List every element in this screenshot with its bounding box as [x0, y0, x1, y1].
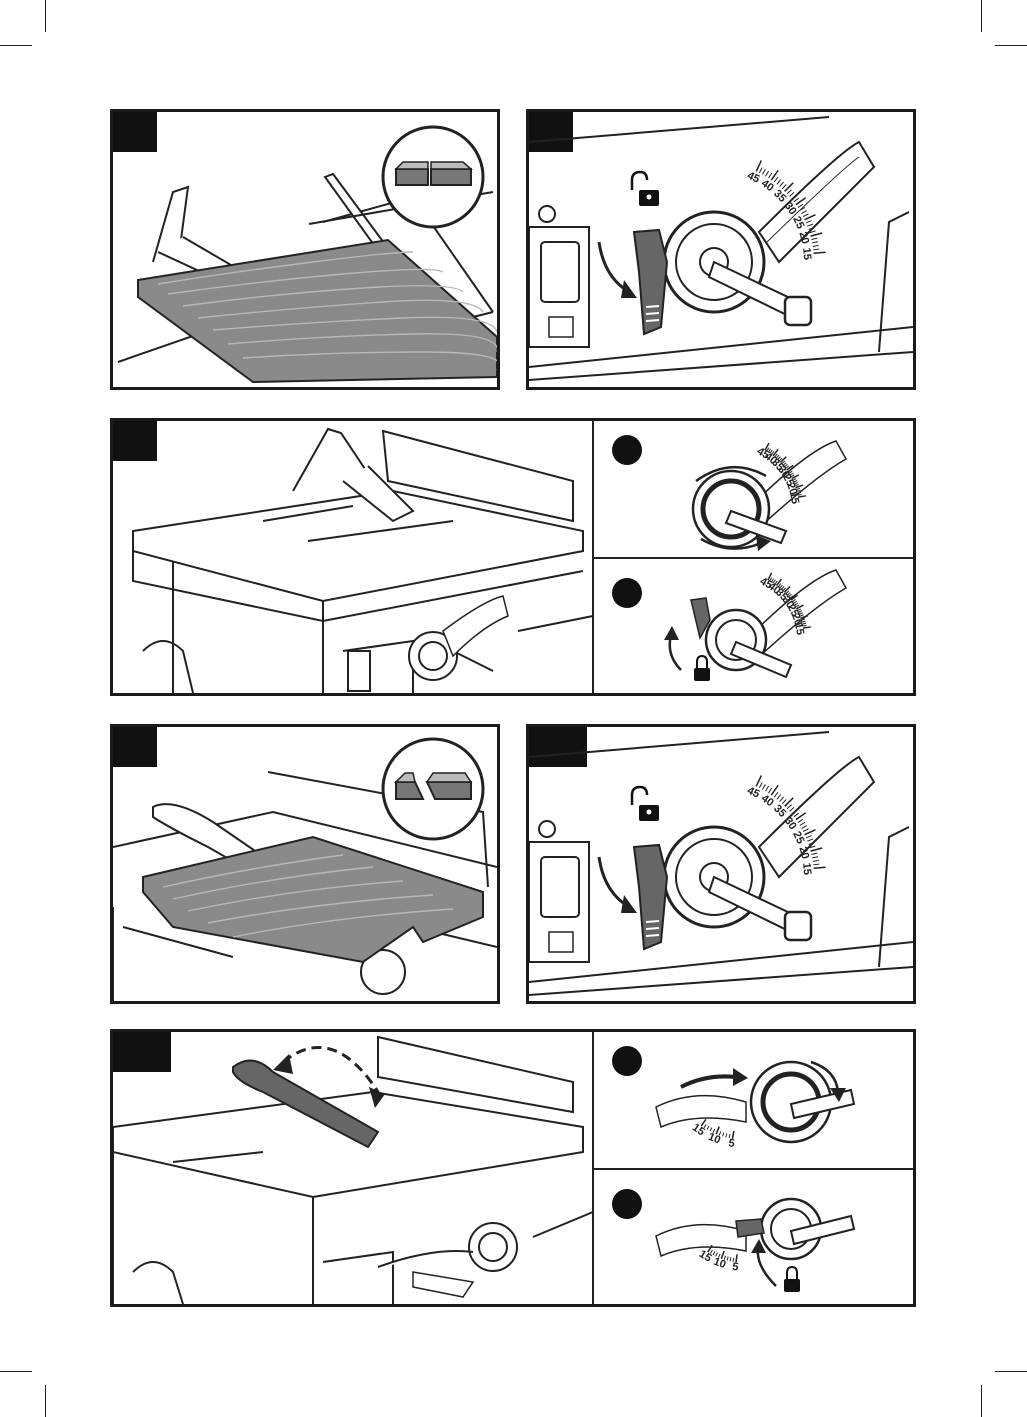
scale-minor-tick	[789, 192, 794, 196]
clockwise-arrow-icon	[681, 1076, 736, 1087]
scale-minor-tick	[759, 783, 762, 788]
illustration-bevel-board-on-table	[113, 727, 497, 1001]
crop-mark-top-right-h	[995, 45, 1027, 46]
scale-minor-tick	[766, 786, 769, 791]
scale-minor-tick	[768, 173, 771, 178]
open-padlock-icon	[632, 172, 659, 206]
illustration-rotate-hand-wheel: 15202530354045	[596, 421, 916, 557]
crop-mark-bottom-right-v	[981, 1385, 982, 1417]
scale-minor-tick	[762, 784, 765, 789]
figure-panel-bevel-cut	[110, 724, 500, 1004]
scale-minor-tick	[785, 187, 789, 191]
scale-label: 45	[745, 170, 761, 186]
scale-minor-tick	[756, 781, 759, 786]
scale-minor-tick	[732, 1135, 733, 1139]
illustration-rotate-wheel-return: 51015	[596, 1032, 916, 1168]
scale-minor-tick	[766, 171, 769, 176]
scale-minor-tick	[812, 857, 818, 858]
crop-mark-bottom-left-v	[45, 1385, 46, 1417]
scale-minor-tick	[768, 788, 771, 793]
illustration-table-saw-guard	[113, 1032, 593, 1304]
scale-label: 5	[731, 1261, 739, 1274]
scale-minor-tick	[777, 180, 781, 185]
crop-mark-bottom-right-h	[995, 1371, 1027, 1372]
scale-minor-tick	[798, 496, 802, 497]
scale-minor-tick	[787, 805, 791, 809]
figure-panel-straight-cut	[110, 109, 500, 390]
scale-minor-tick	[756, 166, 759, 171]
scale-minor-tick	[736, 1258, 737, 1262]
closed-padlock-icon	[694, 656, 710, 681]
counterclockwise-arrow-icon	[670, 635, 681, 670]
scale-minor-tick	[727, 1257, 728, 1261]
callout-magnifier	[383, 739, 483, 839]
crop-mark-top-left-h	[0, 45, 32, 46]
scale-label: 40	[759, 792, 776, 809]
illustration-lock-bevel-lever: 15202530354045	[596, 560, 916, 693]
scale-minor-tick	[782, 799, 786, 803]
scale-minor-tick	[771, 175, 774, 180]
crop-mark-top-left-v	[45, 0, 46, 32]
scale-minor-tick	[813, 249, 819, 250]
scale-label: 45	[745, 785, 761, 801]
scale-minor-tick	[811, 853, 817, 854]
scale-minor-tick	[782, 184, 786, 188]
scale-label: 15	[697, 1248, 714, 1265]
inset-lock-lever: 15202530354045	[596, 560, 916, 693]
closed-padlock-icon	[784, 1267, 800, 1292]
scale-minor-tick	[777, 795, 781, 800]
scale-minor-tick	[785, 802, 789, 806]
illustration-table-saw-overview	[113, 421, 593, 693]
scale-minor-tick	[813, 864, 819, 865]
figure-panel-blade-tilt-overview: 15202530354045 15202530354045	[110, 418, 916, 696]
open-padlock-icon	[632, 787, 659, 821]
scale-minor-tick	[803, 627, 807, 628]
crop-mark-bottom-left-h	[0, 1371, 32, 1372]
scale-label: 15	[690, 1122, 707, 1139]
lock-lever	[634, 230, 667, 334]
scale-minor-tick	[730, 1257, 731, 1261]
lock-lever	[736, 1219, 764, 1237]
scale-label: 40	[759, 177, 776, 194]
scale-minor-tick	[813, 245, 819, 246]
lock-lever	[634, 845, 667, 949]
callout-magnifier	[383, 127, 483, 227]
figure-panel-unlock-lever-2: 15202530354045	[526, 724, 916, 1004]
scale-minor-tick	[774, 177, 778, 182]
scale-minor-tick	[814, 868, 820, 869]
crop-mark-top-right-v	[981, 0, 982, 32]
scale-minor-tick	[780, 797, 784, 802]
scale-minor-tick	[789, 807, 794, 811]
scale-minor-tick	[759, 168, 762, 173]
scale-minor-tick	[812, 242, 818, 243]
scale-label: 15	[800, 862, 813, 875]
illustration-board-on-table	[113, 112, 497, 387]
scale-minor-tick	[771, 790, 774, 795]
scale-minor-tick	[733, 1258, 734, 1262]
scale-minor-tick	[774, 792, 778, 797]
scale-minor-tick	[780, 182, 784, 187]
scale-label: 5	[728, 1137, 736, 1150]
scale-minor-tick	[723, 1133, 724, 1137]
scale-minor-tick	[814, 253, 820, 254]
scale-minor-tick	[762, 169, 765, 174]
scale-minor-tick	[811, 238, 817, 239]
scale-minor-tick	[813, 860, 819, 861]
scale-minor-tick	[726, 1133, 727, 1137]
scale-minor-tick	[787, 190, 791, 194]
scale-label: 15	[800, 247, 813, 260]
